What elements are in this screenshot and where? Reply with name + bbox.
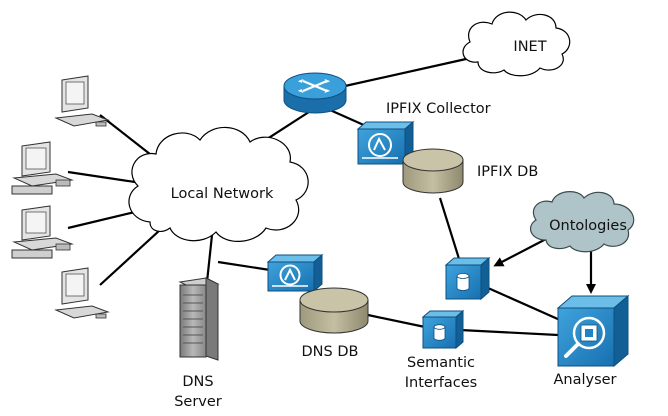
database-icon [402,148,464,194]
ipfix-collector: IPFIX Collector [356,101,491,166]
router [283,72,347,114]
semantic-interfaces-label-line2: Interfaces [405,375,477,391]
ontologies-cloud: Ontologies [529,191,635,253]
semantic-interface-icon [444,256,491,301]
ipfix-collector-label: IPFIX Collector [386,101,491,117]
ontologies-label: Ontologies [549,218,627,234]
cloud-icon [462,11,571,77]
database-icon [299,287,369,334]
dns-server: DNS Server [174,277,222,410]
link-pc4-localnet [99,229,161,286]
dns-server-label-line2: Server [174,394,222,410]
semantic-interfaces-label-line1: Semantic [407,355,475,371]
link-pc3-localnet [67,210,136,230]
analyser-label: Analyser [553,372,616,388]
arrow-ontologies-semantic-top [493,237,549,267]
computer-1 [54,75,110,127]
workstations [11,75,110,319]
link-localnet-dns-server [205,234,214,283]
semantic-interface-bottom: Semantic Interfaces [405,309,477,391]
cloud-icon [529,191,635,253]
ipfix-db: IPFIX DB [402,148,538,194]
link-pc2-localnet [67,170,136,184]
analyser-icon [556,294,630,368]
ipfix-db-label: IPFIX DB [477,164,538,180]
dns-server-label-line1: DNS [182,374,213,390]
semantic-interface-icon [421,309,465,350]
computer-icon [11,141,74,195]
connections [67,55,596,337]
computer-4 [54,267,110,319]
inet-label: INET [513,39,546,55]
computer-2 [11,141,74,195]
computer-icon [11,205,74,259]
link-ipfixdb-semantic-top [438,197,462,263]
server-icon [178,277,220,361]
link-router-inet [344,55,476,88]
analyser: Analyser [553,294,630,388]
semantic-interface-top [444,256,491,301]
link-semantic-bottom-analyser [459,328,559,337]
computer-icon [54,267,110,319]
local-network-label: Local Network [171,186,274,202]
link-localnet-dns-probe [217,260,271,272]
dns-probe [266,253,324,293]
dns-db-label: DNS DB [302,344,359,360]
computer-icon [54,75,110,127]
link-dnsdb-semantic-bottom [367,313,426,329]
probe-icon [266,253,324,293]
router-icon [283,72,347,114]
cloud-icon [128,126,309,242]
inet-cloud: INET [462,11,571,77]
link-semantic-top-analyser [487,286,561,322]
local-network-cloud: Local Network [128,126,309,242]
link-pc1-localnet [99,114,156,159]
computer-3 [11,205,74,259]
dns-db: DNS DB [299,287,369,360]
